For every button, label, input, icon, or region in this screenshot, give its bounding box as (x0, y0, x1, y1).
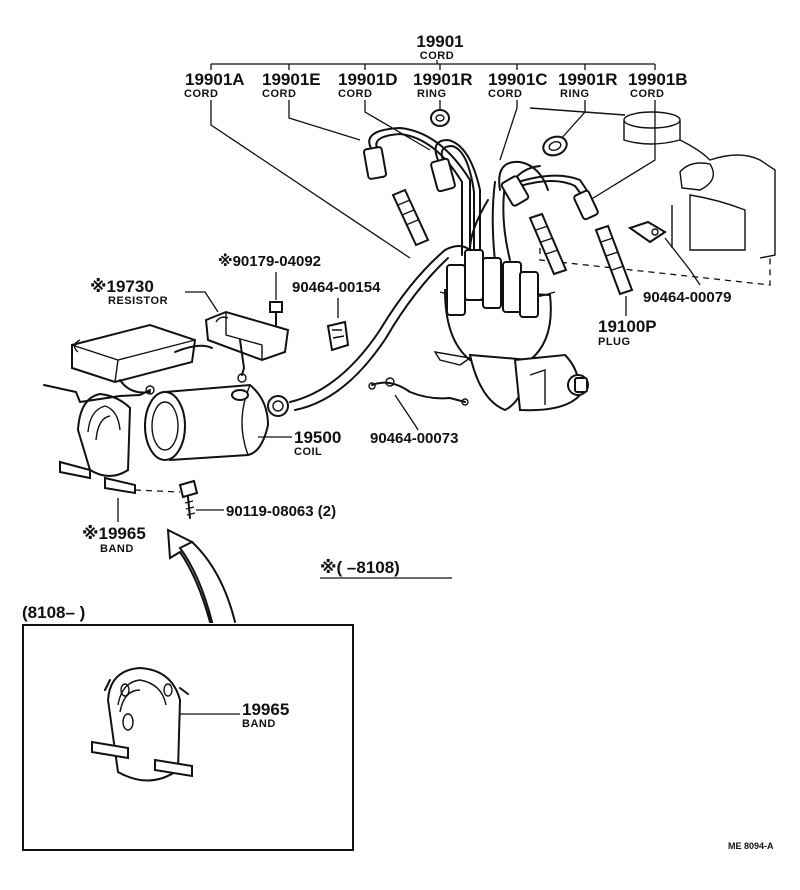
coil-number: 19500 (294, 428, 341, 447)
band-name: BAND (100, 543, 134, 555)
resistor-callout: ※19730 RESISTOR (90, 277, 219, 313)
inset-label: (8108– ) (22, 603, 85, 622)
clip-b (627, 220, 667, 244)
distributor (433, 249, 589, 412)
bolt-90119 (134, 479, 199, 519)
cord-e-number: 19901E (262, 70, 321, 89)
cord-d-name: CORD (338, 88, 372, 100)
applicability-note: ※( –8108) (320, 558, 452, 579)
replacement-arrow (166, 528, 236, 623)
screw-90179 (269, 301, 283, 326)
cord-callout-19901b: 19901B CORD (628, 70, 688, 100)
cord-d-number: 19901D (338, 70, 398, 89)
ring-callout-2: 19901R RING (558, 70, 618, 100)
plug-boots (363, 146, 599, 221)
plug-name: PLUG (598, 336, 631, 348)
cord-group-number: 19901 (416, 32, 463, 51)
coil-bracket (43, 384, 155, 495)
ballast-resistor (204, 310, 290, 383)
applicability-text: ※( –8108) (320, 558, 400, 577)
coil-cord (289, 245, 471, 411)
resistor-number: ※19730 (90, 277, 154, 296)
clamp-callout: 90464-00073 (370, 394, 458, 447)
spark-plug-2 (528, 212, 568, 276)
spark-plug-cords (368, 127, 591, 271)
drawing-code: ME 8094-A (728, 841, 774, 851)
clamp-number: 90464-00073 (370, 430, 458, 447)
ignition-coil (143, 383, 289, 462)
band-number: ※19965 (82, 524, 146, 543)
clip-a-number: 90464-00154 (292, 279, 381, 296)
wire-clamp (368, 377, 469, 406)
cord-e-name: CORD (262, 88, 296, 100)
ring-2-number: 19901R (558, 70, 618, 89)
screw-top-callout: ※90179-04092 (218, 252, 321, 300)
cord-group-bracket: 19901 CORD (210, 32, 656, 70)
inset-band-callout: 19965 BAND (180, 700, 289, 730)
cord-group-name: CORD (420, 50, 454, 62)
ring-2-name: RING (560, 88, 590, 100)
band-callout: ※19965 BAND (82, 498, 146, 555)
rubber-ring-2 (542, 135, 568, 157)
plug-number: 19100P (598, 317, 657, 336)
inset-band-name: BAND (242, 718, 276, 730)
cord-callout-19901d: 19901D CORD (338, 70, 398, 100)
coil-name: COIL (294, 446, 322, 458)
cord-a-name: CORD (184, 88, 218, 100)
ring-callout-1: 19901R RING (413, 70, 473, 100)
coil-callout: 19500 COIL (258, 428, 341, 458)
clip-b-callout: 90464-00079 (643, 237, 731, 306)
inset-band-number: 19965 (242, 700, 289, 719)
engine-block-outline (529, 107, 776, 286)
cord-callout-19901c: 19901C CORD (488, 70, 548, 100)
cord-leader-lines (210, 100, 656, 259)
igniter-box (71, 323, 213, 394)
ring-1-number: 19901R (413, 70, 473, 89)
inset-panel: (8108– ) (22, 603, 354, 851)
spark-plug-3 (594, 224, 634, 296)
rubber-ring-1 (430, 109, 450, 127)
cord-b-name: CORD (630, 88, 664, 100)
spark-plug-1 (391, 188, 430, 247)
cord-b-number: 19901B (628, 70, 688, 89)
clip-a-callout: 90464-00154 (292, 279, 381, 318)
bolt-callout: 90119-08063 (2) (196, 503, 336, 520)
screw-top-number: ※90179-04092 (218, 252, 321, 270)
cord-callout-19901a: 19901A CORD (184, 70, 245, 100)
inset-band-drawing (91, 666, 193, 782)
ring-1-name: RING (417, 88, 447, 100)
clip-90464-00154 (326, 320, 350, 352)
cord-a-number: 19901A (185, 70, 245, 89)
cord-c-name: CORD (488, 88, 522, 100)
plug-callout: 19100P PLUG (598, 296, 657, 348)
cord-c-number: 19901C (488, 70, 548, 89)
clip-b-number: 90464-00079 (643, 289, 731, 306)
resistor-name: RESISTOR (108, 295, 168, 307)
bolt-number: 90119-08063 (2) (226, 503, 336, 520)
cord-callout-19901e: 19901E CORD (262, 70, 321, 100)
